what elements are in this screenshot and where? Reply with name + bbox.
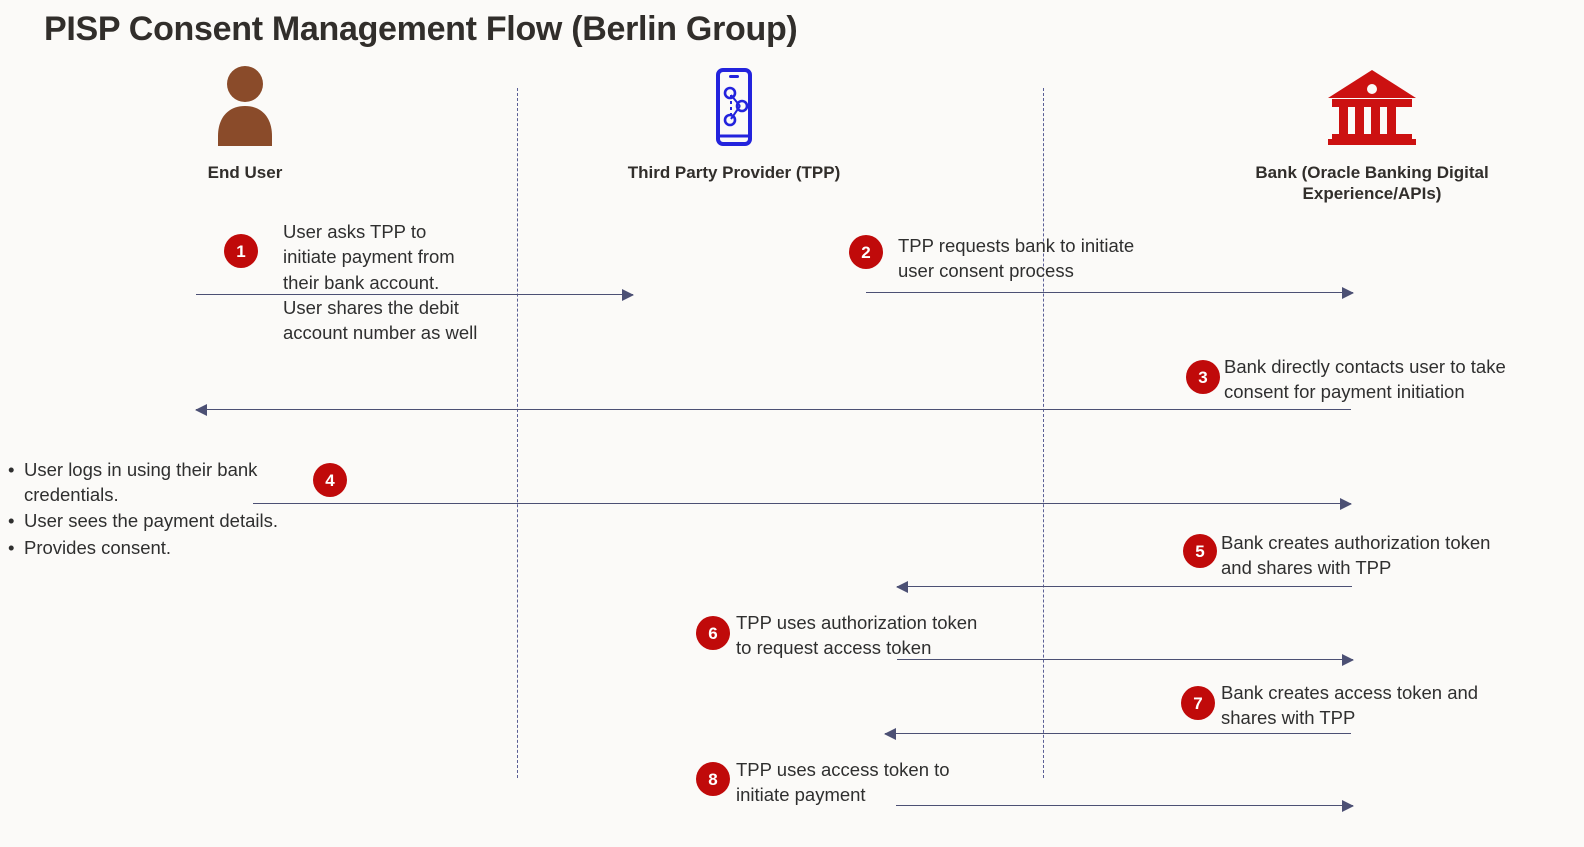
step-badge-6: 6 bbox=[696, 616, 730, 650]
actor-label: Bank (Oracle Banking Digital Experience/… bbox=[1255, 163, 1489, 204]
list-item: • User sees the payment details. bbox=[8, 509, 328, 534]
step-badge-7: 7 bbox=[1181, 686, 1215, 720]
arrow-shaft bbox=[866, 292, 1353, 293]
lifeline-bank bbox=[1043, 88, 1044, 778]
step-bullets-4: • User logs in using their bank credenti… bbox=[8, 458, 328, 562]
step-badge-2: 2 bbox=[849, 235, 883, 269]
message-arrow-2 bbox=[866, 287, 1354, 299]
step-badge-5: 5 bbox=[1183, 534, 1217, 568]
arrow-head bbox=[622, 289, 634, 301]
step-text-8: TPP uses access token to initiate paymen… bbox=[736, 759, 950, 806]
bullet-dot: • bbox=[8, 510, 15, 532]
bullet-dot: • bbox=[8, 459, 15, 480]
step-text-1: User asks TPP to initiate payment from t… bbox=[283, 221, 478, 344]
arrow-shaft bbox=[896, 805, 1353, 806]
step-text-3: Bank directly contacts user to take cons… bbox=[1224, 356, 1506, 403]
message-arrow-3 bbox=[195, 404, 1351, 416]
step-text-5: Bank creates authorization token and sha… bbox=[1221, 532, 1491, 579]
arrow-head bbox=[896, 581, 908, 593]
arrow-shaft bbox=[897, 586, 1352, 587]
list-item: • Provides consent. bbox=[8, 536, 328, 561]
arrow-head bbox=[884, 728, 896, 740]
bullet-dot: • bbox=[8, 536, 15, 558]
arrow-head bbox=[1342, 287, 1354, 299]
arrow-head bbox=[1342, 654, 1354, 666]
step-badge-3: 3 bbox=[1186, 360, 1220, 394]
actor-label: Third Party Provider (TPP) bbox=[627, 163, 841, 182]
mobile-network-icon bbox=[584, 62, 884, 148]
message-arrow-4 bbox=[253, 498, 1352, 510]
lifeline-tpp bbox=[517, 88, 518, 778]
bullet-text: User sees the payment details. bbox=[24, 510, 278, 532]
step-badge-8: 8 bbox=[696, 762, 730, 796]
message-arrow-8 bbox=[896, 800, 1354, 812]
message-arrow-7 bbox=[884, 728, 1351, 740]
person-icon bbox=[95, 62, 395, 148]
actor-end-user: End User bbox=[95, 62, 395, 183]
page-title: PISP Consent Management Flow (Berlin Gro… bbox=[44, 10, 798, 48]
arrow-head bbox=[1342, 800, 1354, 812]
message-arrow-1 bbox=[196, 289, 634, 301]
actor-tpp: Third Party Provider (TPP) bbox=[584, 62, 884, 183]
arrow-head bbox=[1340, 498, 1352, 510]
arrow-shaft bbox=[253, 503, 1351, 504]
list-item: • User logs in using their bank credenti… bbox=[8, 458, 328, 507]
step-text-7: Bank creates access token and shares wit… bbox=[1221, 682, 1479, 729]
message-arrow-6 bbox=[897, 654, 1354, 666]
actor-bank: Bank (Oracle Banking Digital Experience/… bbox=[1222, 62, 1522, 205]
arrow-head bbox=[195, 404, 207, 416]
step-text-6: TPP uses authorization token to request … bbox=[736, 612, 978, 659]
actor-label: End User bbox=[207, 163, 283, 182]
step-badge-4: 4 bbox=[313, 463, 347, 497]
arrow-shaft bbox=[196, 409, 1351, 410]
step-text-2: TPP requests bank to initiate user conse… bbox=[898, 235, 1135, 282]
arrow-shaft bbox=[196, 294, 633, 295]
step-badge-1: 1 bbox=[224, 234, 258, 268]
arrow-shaft bbox=[885, 733, 1351, 734]
arrow-shaft bbox=[897, 659, 1353, 660]
message-arrow-5 bbox=[896, 581, 1352, 593]
bullet-text: User logs in using their bank credential… bbox=[24, 459, 258, 505]
bullet-text: Provides consent. bbox=[24, 536, 172, 558]
bank-building-icon bbox=[1222, 62, 1522, 148]
